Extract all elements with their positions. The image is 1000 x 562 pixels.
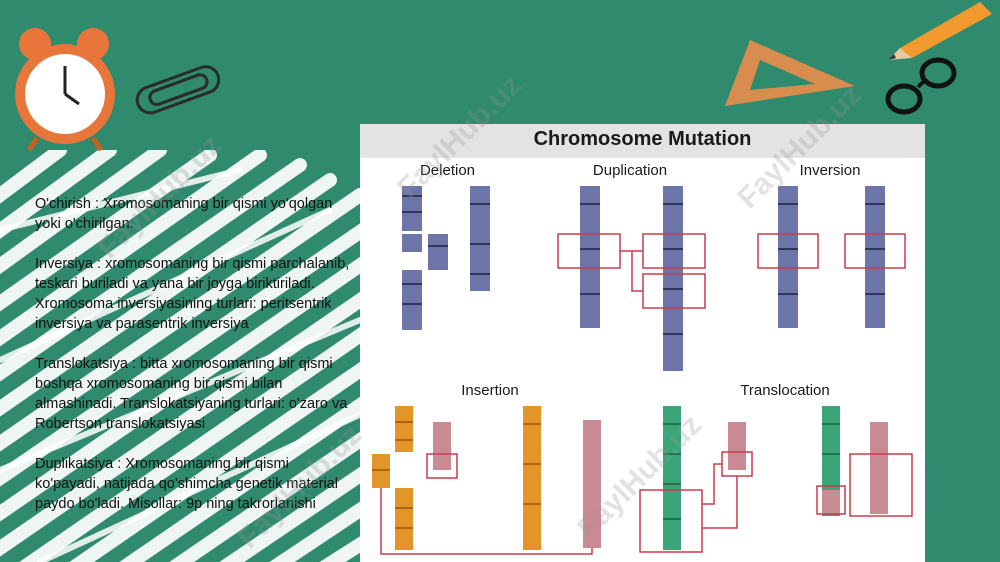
insertion-highlight-boxes: [380, 453, 593, 555]
inversion-highlight-boxes: [757, 233, 906, 269]
figure-header: [360, 124, 925, 158]
deletion-chromosomes: [402, 186, 490, 330]
label-duplication: Duplication: [592, 162, 668, 179]
label-deletion: Deletion: [419, 162, 476, 179]
label-insertion: Insertion: [461, 382, 519, 399]
chromosome-bands: [402, 195, 885, 335]
inversion-chromosomes: [778, 186, 885, 328]
paragraph-deletion: O'chirish : Xromosomaning bir qismi yo'q…: [35, 196, 333, 232]
glasses-icon: [885, 57, 957, 115]
pencil-icon: [888, 2, 992, 60]
duplication-chromosomes: [580, 186, 683, 371]
orange-bands: [372, 421, 541, 529]
alarm-clock-icon: [15, 28, 115, 152]
chalk-scribble: [0, 150, 375, 562]
chromosome-mutation-figure: Chromosome Mutation Deletion Duplication…: [360, 124, 925, 562]
description-text: O'chirish : Xromosomaning bir qismi yo'q…: [35, 194, 355, 534]
paragraph-duplication: Duplikatsiya : Xromosomaning bir qismi k…: [35, 456, 338, 512]
figure-title: Chromosome Mutation: [533, 128, 752, 150]
paperclip-icon: [135, 65, 221, 115]
insertion-pink-chromosomes: [433, 420, 601, 548]
green-bands: [663, 423, 840, 520]
duplication-highlight-boxes: [557, 233, 706, 309]
paragraph-translocation: Translokatsiya : bitta xromosomaning bir…: [35, 356, 348, 432]
set-square-icon: [725, 40, 855, 106]
paragraph-inversion: Inversiya : xromosomaning bir qismi parc…: [35, 256, 350, 332]
label-translocation: Translocation: [740, 382, 830, 399]
chromosome-diagram: [372, 186, 913, 555]
translocation-highlight-boxes: [639, 451, 913, 553]
translocation-green-chromosomes: [663, 406, 840, 550]
label-inversion: Inversion: [799, 162, 861, 179]
translocation-pink-chromosomes: [728, 422, 888, 514]
